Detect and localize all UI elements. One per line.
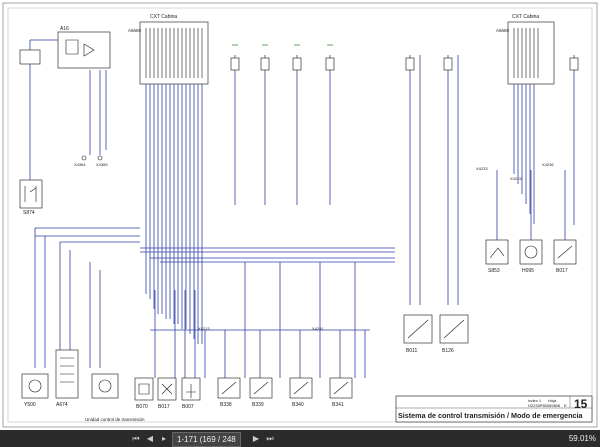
first-page-icon[interactable]: ⏮ [132,434,140,443]
switch-s874: S874 [19,179,43,216]
switch-s853: S853 [485,239,509,274]
fuse-box [19,49,41,65]
module-right-harness [513,84,535,224]
sensor-y500: Y500 [21,373,49,408]
label-b011: B011 [406,348,418,354]
solenoid-group: B338 B339 B340 B341 [150,262,370,408]
label-b341: B341 [332,402,344,408]
zoom-level[interactable]: 59.01% [568,434,596,443]
wire [34,228,101,368]
module-left-name: CXT Cabina [150,14,177,20]
bus-lines [35,227,395,263]
sensor-b007: B007 [181,377,201,410]
viewer-status-bar: ⏮ ◀ ▸ 1-171 (169 / 248 ▶ ⏭ 59.01% [0,430,600,447]
label-b340: B340 [292,402,304,408]
label-x4291: X4291 [312,326,324,331]
sensor-b126: B126 [439,314,469,354]
module-right: CXT Cabina A6650 [496,14,555,85]
relay-block-a16: A16 [57,26,111,69]
fuse [405,57,415,71]
label-a674: A674 [56,402,68,408]
wire [89,70,107,155]
label-b007: B007 [182,404,194,410]
module-left-id: A6650 [128,28,142,33]
wire [409,55,575,305]
label-b339: B339 [252,402,264,408]
diagram-title: Sistema de control transmisión / Modo de… [398,411,584,420]
prev-page-icon[interactable]: ◀ [146,434,154,443]
label-b126: B126 [442,348,454,354]
sheet-frame [2,2,598,428]
label-b338: B338 [220,402,232,408]
label-x4213: X4213 [198,326,210,331]
wire [496,170,566,240]
label-a16: A16 [60,26,69,32]
label-b017: B017 [158,404,170,410]
lamp-h095: H095 [519,239,543,274]
unit-note: Unidad control de transmisión [85,417,145,422]
fuse-row [230,44,335,205]
sensor-b070: B070 [134,377,154,410]
label-s853: S853 [488,268,500,274]
label-h095: H095 [522,268,534,274]
label-x4233: X4233 [476,166,488,171]
page-number: 15 [574,397,588,411]
label-x4236: X4236 [542,162,554,167]
page-nav-icon[interactable]: ▸ [161,434,166,443]
module-left-harness [145,84,203,344]
label-x4364: X4364 [74,162,86,167]
index-label: Index 1 [528,398,542,403]
revision: E [564,403,567,408]
inner-frame [7,7,593,423]
title-block: Index 1 Hoja H2235P80089806 E 15 Sistema… [395,395,593,423]
module-left: CXT Cabina A6650 [128,14,209,85]
fuse [443,57,453,71]
sensor-b017-right: B017 [553,239,577,274]
wiring-diagram-sheet: A16 S874 X4364 X4365 CXT Cabina A6650 Y5… [2,2,598,428]
last-page-icon[interactable]: ⏭ [266,434,274,443]
sensor-b017: B017 [157,377,177,410]
fuse [569,57,579,71]
sensor-a674: A674 [55,349,79,408]
connector-x4364 [81,155,87,161]
unit-transmission: Unidad control de transmisión [85,373,145,422]
sheet-label: Hoja [548,398,557,403]
label-b070: B070 [136,404,148,410]
module-right-id: A6650 [496,28,510,33]
page-indicator-field[interactable]: 1-171 (169 / 248 [172,432,241,447]
label-x4365: X4365 [96,162,108,167]
next-page-icon[interactable]: ▶ [252,434,260,443]
label-s874: S874 [23,210,35,216]
label-y500: Y500 [24,402,36,408]
label-b017-right: B017 [556,268,568,274]
sensor-b011: B011 [403,314,433,354]
module-right-name: CXT Cabina [512,14,539,20]
drawing-number: H2235P80089806 [528,403,561,408]
label-x4215: X4215 [510,176,522,181]
connector-x4365 [97,155,103,161]
